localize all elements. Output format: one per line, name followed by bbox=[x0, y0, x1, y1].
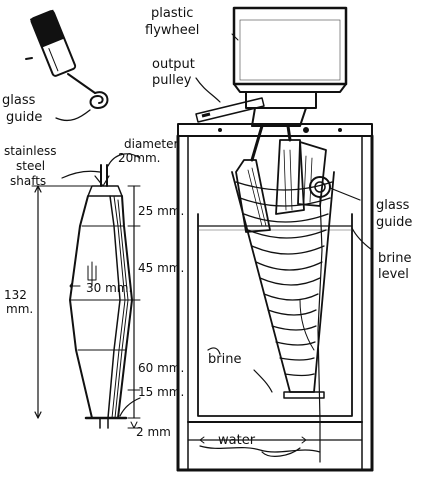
dim-25: 25 mm. bbox=[138, 204, 184, 218]
label-brine-top: brine bbox=[378, 251, 411, 266]
label-glass-left: glass bbox=[2, 93, 36, 108]
apparatus bbox=[176, 6, 374, 472]
label-level: level bbox=[378, 267, 409, 282]
dimension-132 bbox=[31, 185, 97, 419]
label-water: water bbox=[218, 433, 256, 448]
dim-60: 60 mm. bbox=[138, 361, 184, 375]
frame bbox=[176, 123, 374, 472]
label-diameter: diameter bbox=[124, 137, 178, 151]
glass-guide-detail bbox=[25, 9, 109, 122]
label-stainless: stainless bbox=[4, 144, 56, 158]
label-steel: steel bbox=[16, 159, 45, 173]
dim-30: 30 mm. bbox=[86, 281, 132, 295]
dimension-stack bbox=[127, 185, 141, 429]
label-flywheel: flywheel bbox=[145, 23, 199, 38]
dim-45: 45 mm. bbox=[138, 261, 184, 275]
labels: plastic flywheel output pulley glass gui… bbox=[2, 6, 412, 448]
label-output: output bbox=[152, 57, 195, 72]
brine-tank bbox=[197, 213, 353, 417]
label-plastic: plastic bbox=[151, 6, 193, 21]
dim-132-value: 132 bbox=[4, 288, 27, 302]
label-guide-left: guide bbox=[6, 110, 42, 125]
label-pulley: pulley bbox=[152, 73, 192, 88]
label-guide-right: guide bbox=[376, 215, 412, 230]
label-shafts: shafts bbox=[10, 174, 46, 188]
label-glass-right: glass bbox=[376, 198, 410, 213]
water-tray bbox=[187, 421, 363, 457]
conical-spiral bbox=[231, 171, 335, 399]
dim-2: 2 mm bbox=[136, 425, 171, 439]
dim-15: 15 mm. bbox=[138, 385, 184, 399]
label-diameter-value: 20mm. bbox=[118, 151, 160, 165]
plastic-flywheel bbox=[232, 6, 348, 93]
dim-132-unit: mm. bbox=[6, 302, 33, 316]
label-brine: brine bbox=[208, 352, 241, 367]
glass-guide-ring bbox=[299, 176, 331, 463]
